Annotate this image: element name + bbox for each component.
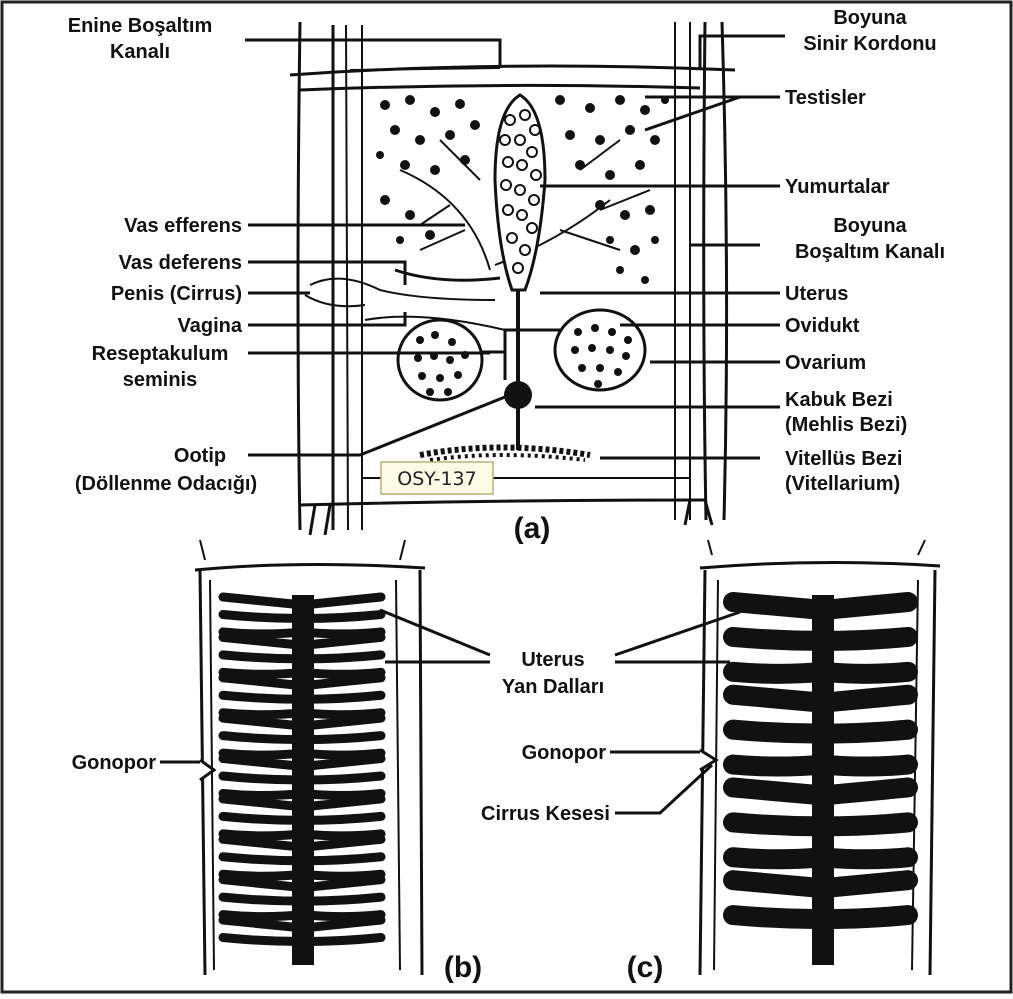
label-penis: Penis (Cirrus) <box>111 283 242 305</box>
label-enine-bosaltim-1: Enine Boşaltım <box>68 15 212 37</box>
uterus-c-branch-8-left <box>733 857 823 859</box>
uterus-b-branch-17-right <box>303 834 381 836</box>
uterus-b-branch-14-right <box>303 793 381 795</box>
uterus-b-branch-11-right <box>303 753 381 755</box>
uterus-b-branch-8-left <box>223 713 303 715</box>
uterus-b-branch-22-right <box>303 897 381 901</box>
uterus-c-branch-6-right <box>823 787 908 795</box>
label-gonopor-b: Gonopor <box>72 752 157 774</box>
uterus-b-branch-1-left <box>223 614 303 618</box>
uterus-c-branch-0-left <box>733 602 823 610</box>
uterus-b-branch-4-right <box>303 655 381 659</box>
uterus-b-branch-4-left <box>223 655 303 659</box>
uterus-c-branch-9-left <box>733 880 823 888</box>
uterus-c-branch-2-left <box>733 672 823 674</box>
label-reseptakulum-1: Reseptakulum <box>92 343 229 365</box>
uterus-b-branch-20-left <box>223 874 303 876</box>
uterus-b-branch-23-left <box>223 915 303 917</box>
label-boyuna-sinir-2: Sinir Kordonu <box>803 33 936 55</box>
uterus-b-branch-16-left <box>223 816 303 820</box>
uterus-b-branch-1-right <box>303 614 381 618</box>
uterus-b-branch-8-right <box>303 713 381 715</box>
uterus-c-branch-3-left <box>733 695 823 703</box>
uterus-c-branch-3-right <box>823 695 908 703</box>
label-testisler: Testisler <box>785 87 866 109</box>
label-ovidukt: Ovidukt <box>785 315 860 337</box>
label-kabuk-1: Kabuk Bezi <box>785 389 893 411</box>
proglottid-c <box>700 540 940 975</box>
uterus-c-branch-5-left <box>733 765 823 767</box>
label-kabuk-2: (Mehlis Bezi) <box>785 414 907 436</box>
label-vitellus-1: Vitellüs Bezi <box>785 448 902 470</box>
label-uterus: Uterus <box>785 283 848 305</box>
label-gonopor-c: Gonopor <box>522 742 607 764</box>
uterus-c-branch-10-right <box>823 915 908 919</box>
uterus-b-branch-25-left <box>223 938 303 942</box>
uterus-c-branch-1-left <box>733 637 823 641</box>
uterus-c-branch-7-left <box>733 822 823 826</box>
uterus-c-branch-5-right <box>823 765 908 767</box>
ovary-left <box>398 320 482 400</box>
uterus-b-branch-25-right <box>303 938 381 942</box>
panel-label-b: (b) <box>444 951 482 984</box>
uterus-b-branch-5-left <box>223 672 303 674</box>
uterus-b-branch-7-right <box>303 695 381 699</box>
uterus-b-branch-5-right <box>303 672 381 674</box>
uterus-b-branch-13-right <box>303 776 381 780</box>
uterus-c-branch-10-left <box>733 915 823 919</box>
uterus-c-branch-2-right <box>823 672 908 674</box>
uterus-c-branch-8-right <box>823 857 908 859</box>
label-enine-bosaltim-2: Kanalı <box>110 41 170 63</box>
uterus-b-branch-10-right <box>303 736 381 740</box>
uterus-c-branch-4-left <box>733 730 823 734</box>
uterus-c-branch-0-right <box>823 602 908 610</box>
tooltip-osy-137: OSY-137 <box>381 462 493 494</box>
label-cirrus-kesesi: Cirrus Kesesi <box>481 803 610 825</box>
uterus-b-branch-7-left <box>223 695 303 699</box>
uterus-b-branch-11-left <box>223 753 303 755</box>
uterus-b-branch-20-right <box>303 874 381 876</box>
label-vas-efferens: Vas efferens <box>124 215 242 237</box>
uterus-b-branch-22-left <box>223 897 303 901</box>
uterus-b-branch-2-right <box>303 632 381 634</box>
label-ootip-2: (Döllenme Odacığı) <box>75 473 257 495</box>
tooltip-text: OSY-137 <box>397 468 477 490</box>
label-boyuna-bosaltim-1: Boyuna <box>833 215 907 237</box>
label-vas-deferens: Vas deferens <box>119 252 242 274</box>
uterus-c-branch-9-right <box>823 880 908 888</box>
panel-label-a: (a) <box>514 512 551 545</box>
uterus-b-branch-19-right <box>303 857 381 861</box>
label-boyuna-sinir-1: Boyuna <box>833 7 907 29</box>
label-reseptakulum-2: seminis <box>123 369 197 391</box>
uterus-c-branch-7-right <box>823 822 908 826</box>
uterus-b-branch-13-left <box>223 776 303 780</box>
label-uterus-yan-1: Uterus <box>521 649 584 671</box>
uterus-b-branch-17-left <box>223 834 303 836</box>
ovary-right <box>555 310 645 390</box>
label-boyuna-bosaltim-2: Boşaltım Kanalı <box>795 241 945 263</box>
label-vitellus-2: (Vitellarium) <box>785 473 900 495</box>
uterus-c-branch-4-right <box>823 730 908 734</box>
uterus-b-branch-14-left <box>223 793 303 795</box>
label-yumurtalar: Yumurtalar <box>785 176 890 198</box>
label-vagina: Vagina <box>178 315 243 337</box>
uterus-b-branch-19-left <box>223 857 303 861</box>
label-ootip-1: Ootip <box>174 445 226 467</box>
uterus-b-branch-16-right <box>303 816 381 820</box>
uterus-c-branch-1-right <box>823 637 908 641</box>
panel-label-c: (c) <box>627 951 664 984</box>
uterus-b-branch-23-right <box>303 915 381 917</box>
uterus-b-branch-2-left <box>223 632 303 634</box>
uterus-b-branch-10-left <box>223 736 303 740</box>
uterus-c-branch-6-left <box>733 787 823 795</box>
label-ovarium: Ovarium <box>785 352 866 374</box>
label-uterus-yan-2: Yan Dalları <box>502 676 604 698</box>
